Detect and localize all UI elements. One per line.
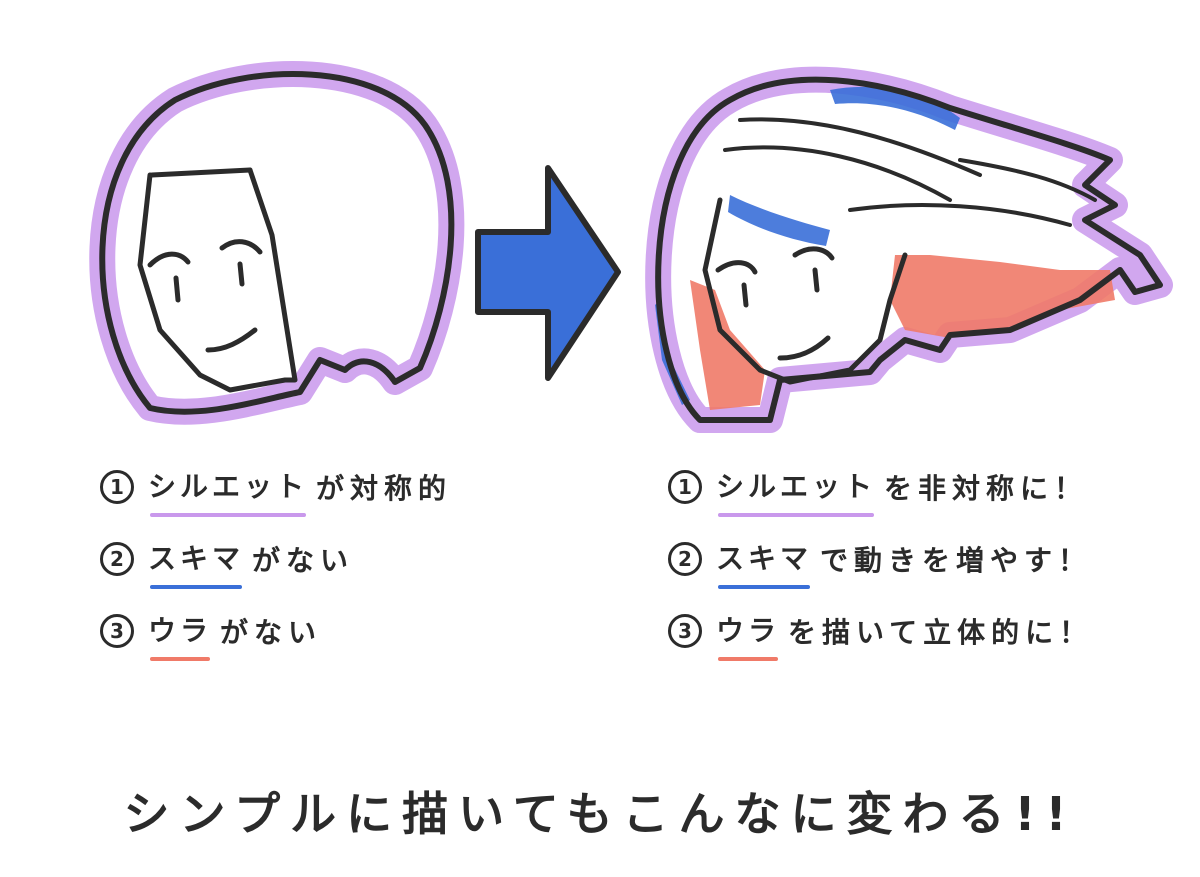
left-note-1: 1 シルエット が対称的 [100, 465, 453, 517]
left-eye-right [237, 261, 245, 287]
transformation-arrow [475, 165, 621, 381]
left-mouth [205, 327, 258, 353]
note-keyword-silhouette: シルエット [716, 465, 876, 517]
right-notes-list: 1 シルエット を非対称に！ 2 スキマ で動きを増やす！ 3 ウラ を描いて立… [668, 468, 1093, 684]
right-back-hair-red-side [890, 255, 1115, 338]
right-mouth [777, 335, 831, 361]
right-gap-blue-mid [728, 195, 830, 246]
right-eyebrow-right [792, 246, 835, 261]
note-number-badge: 2 [100, 542, 134, 576]
bottom-caption: シンプルに描いてもこんなに変わる!! [123, 787, 1077, 841]
note-text: が対称的 [316, 472, 453, 505]
note-keyword-back: ウラ [148, 609, 212, 661]
note-text: がない [252, 544, 355, 577]
note-number-badge: 3 [100, 614, 134, 648]
note-text: を非対称に！ [884, 472, 1089, 505]
note-text: で動きを増やす！ [820, 544, 1093, 577]
note-text: がない [220, 616, 323, 649]
note-keyword-silhouette: シルエット [148, 465, 308, 517]
note-text: を描いて立体的に！ [788, 616, 1094, 649]
left-notes-list: 1 シルエット が対称的 2 スキマ がない 3 ウラ がない [100, 468, 452, 684]
left-eyebrow-right [219, 239, 263, 255]
note-number-badge: 1 [668, 470, 702, 504]
right-note-3: 3 ウラ を描いて立体的に！ [668, 609, 1094, 661]
left-bangs-line [149, 167, 253, 178]
left-face-outline [137, 167, 298, 393]
note-keyword-gap: スキマ [148, 537, 244, 589]
note-number-badge: 3 [668, 614, 702, 648]
note-number-badge: 1 [100, 470, 134, 504]
right-eye-left [741, 282, 749, 308]
right-hair-strands [723, 117, 1097, 227]
right-face-outline [702, 197, 908, 385]
left-silhouette-glow [89, 61, 465, 425]
right-gap-blue-top [830, 86, 960, 130]
right-hair-outline [655, 76, 1163, 423]
note-keyword-gap: スキマ [716, 537, 812, 589]
right-eyebrow-left [715, 260, 758, 275]
note-number-badge: 2 [668, 542, 702, 576]
right-note-2: 2 スキマ で動きを増やす！ [668, 537, 1093, 589]
left-hair-outline [99, 71, 455, 415]
left-eyebrow-left [147, 251, 191, 268]
right-note-1: 1 シルエット を非対称に！ [668, 465, 1093, 517]
left-note-2: 2 スキマ がない [100, 537, 452, 589]
left-note-3: 3 ウラ がない [100, 609, 452, 661]
right-head-illustration [645, 66, 1173, 433]
left-head-illustration [89, 61, 465, 425]
right-back-hair-red [690, 280, 765, 410]
note-keyword-back: ウラ [716, 609, 780, 661]
left-eye-left [173, 275, 181, 303]
right-eye-right [812, 267, 820, 293]
